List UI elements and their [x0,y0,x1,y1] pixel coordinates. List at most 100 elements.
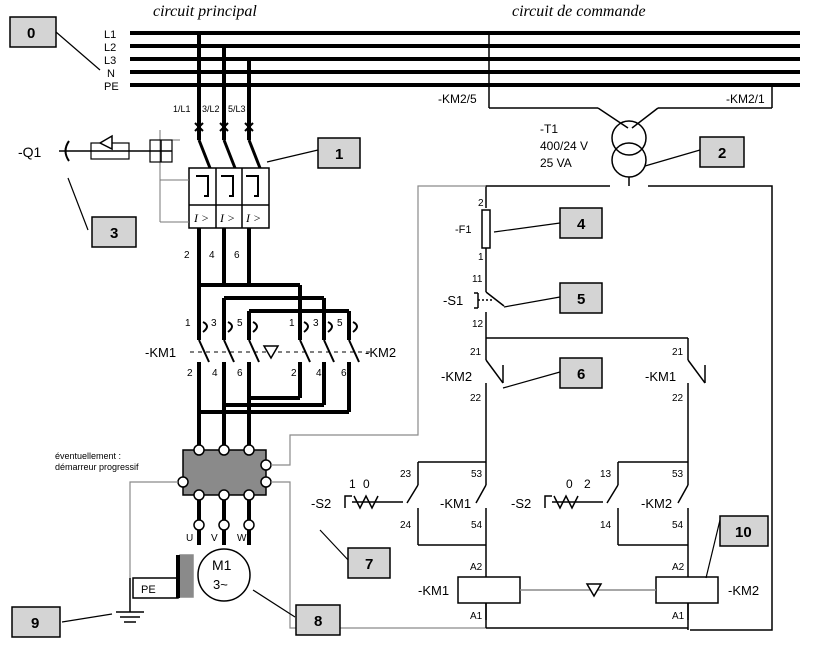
aux-km1-top: 53 [471,469,483,480]
bus-bars [130,31,800,87]
bus-label-n: N [107,68,115,80]
svg-text:1: 1 [335,146,343,163]
motor-phases: 3~ [213,577,228,592]
breaker-out-4: 4 [209,250,215,261]
svg-text:3: 3 [110,225,118,242]
svg-text:2: 2 [718,145,726,162]
badge-2: 2 [699,136,745,168]
interlock-right-top: 21 [672,347,684,358]
label-km2-5: -KM2/5 [438,92,477,106]
bus-label-l3: L3 [104,55,116,67]
km1-out-4: 4 [212,368,218,379]
transformer-symbol [611,120,647,186]
badge-0: 0 [9,16,57,48]
badge-1: 1 [317,137,361,169]
svg-text:6: 6 [577,366,585,383]
km2-in-5: 5 [337,318,343,329]
soft-starter-line1: éventuellement : [55,451,121,461]
coil-km1-a1: A1 [470,611,483,622]
s1-label: -S1 [443,293,463,308]
badge-8: 8 [295,604,341,636]
motor-pe-label: PE [141,584,156,596]
motor-terminal-v: V [211,533,218,544]
transformer-ratio: 400/24 V [540,139,588,153]
badge-9: 9 [11,606,61,638]
power-wiring [197,33,351,545]
coil-km2-a2: A2 [672,562,685,573]
badge-7: 7 [347,547,391,579]
control-wiring [344,209,719,630]
main-circuit-header: circuit principal [153,3,257,20]
km1-in-1: 1 [185,318,191,329]
motor-m1 [116,519,255,623]
aux-km1-label: -KM1 [440,496,471,511]
interlock-left-top: 21 [470,347,482,358]
soft-starter-line2: démarreur progressif [55,462,139,472]
selector-left-pos1: 1 [349,477,356,491]
coil-km2-label: -KM2 [728,583,759,598]
coil-km1-a2: A2 [470,562,483,573]
breaker-out-6: 6 [234,250,240,261]
coil-km2-a1: A1 [672,611,685,622]
svg-text:8: 8 [314,613,322,630]
control-circuit-header: circuit de commande [512,3,646,20]
aux-km2-label: -KM2 [641,496,672,511]
motor-terminal-u: U [186,533,193,544]
callout-leaders [55,31,721,623]
km1-out-6: 6 [237,368,243,379]
breaker-trip-2: I > [219,211,235,225]
svg-text:4: 4 [577,216,586,233]
selector-left-label: -S2 [311,496,331,511]
badge-6: 6 [559,357,603,389]
transformer-name: -T1 [540,122,558,136]
transformer-power: 25 VA [540,156,572,170]
bus-label-l2: L2 [104,42,116,54]
svg-text:9: 9 [31,615,39,632]
km2-in-3: 3 [313,318,319,329]
aux-km2-top: 53 [672,469,684,480]
badge-5: 5 [559,282,603,314]
control-supply-wiring [485,33,773,631]
fuse-label: -F1 [455,224,472,236]
badge-4: 4 [559,207,603,239]
interlock-right-label: -KM1 [645,369,676,384]
km2-out-2: 2 [291,368,297,379]
selector-right-pos2: 2 [584,477,591,491]
km1-out-2: 2 [187,368,193,379]
label-km2-1: -KM2/1 [726,92,765,106]
bus-label-l1: L1 [104,29,116,41]
km1-in-5: 5 [237,318,243,329]
km2-out-4: 4 [316,368,322,379]
soft-starter [177,444,272,501]
soft-starter-control-link [129,185,486,629]
terminal-1l1: 1/L1 [173,104,191,114]
breaker-out-2: 2 [184,250,190,261]
km2-out-6: 6 [341,368,347,379]
coil-km1-label: -KM1 [418,583,449,598]
svg-text:10: 10 [735,524,752,541]
motor-terminal-w: W [237,533,247,544]
breaker-trip-1: I > [193,211,209,225]
terminal-5l3: 5/L3 [228,104,246,114]
selector-left-top: 23 [400,469,412,480]
interlock-right-bottom: 22 [672,393,684,404]
km2-in-1: 1 [289,318,295,329]
interlock-left-label: -KM2 [441,369,472,384]
bus-label-pe: PE [104,81,119,93]
km1-in-3: 3 [211,318,217,329]
power-km1-label: -KM1 [145,345,176,360]
breaker-label: -Q1 [18,144,42,160]
breaker-trip-3: I > [245,211,261,225]
selector-left-pos0: 0 [363,477,370,491]
badge-10: 10 [719,515,769,547]
svg-text:5: 5 [577,291,585,308]
motor-name: M1 [212,557,232,573]
circuit-breaker-q1 [59,122,270,229]
selector-right-top: 13 [600,469,612,480]
selector-right-pos0: 0 [566,477,573,491]
svg-text:7: 7 [365,556,373,573]
power-contactors [190,321,370,363]
selector-right-label: -S2 [511,496,531,511]
selector-left-bottom: 24 [400,520,412,531]
